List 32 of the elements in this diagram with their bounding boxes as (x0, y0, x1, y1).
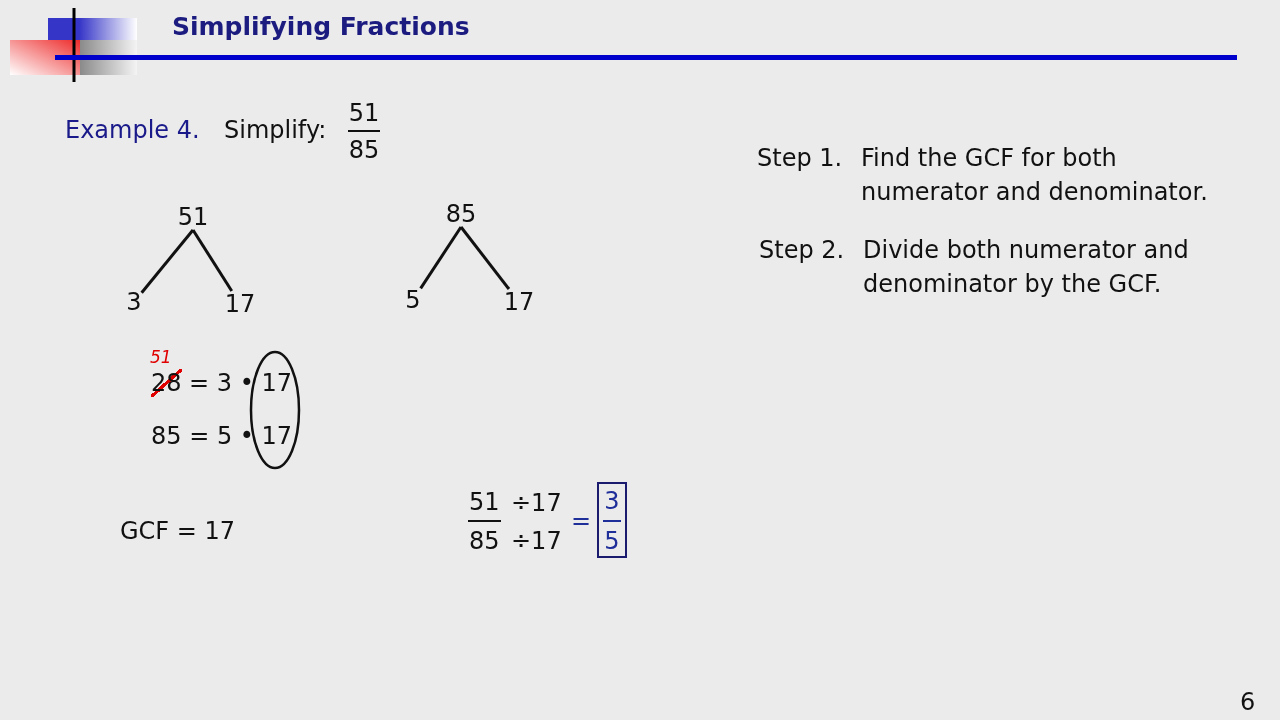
step-text: Divide both numerator and denominator by the GCF. (863, 235, 1190, 300)
factor-number: 3 (126, 289, 142, 315)
branch-line (140, 229, 195, 294)
factor-number: 85 (445, 201, 477, 227)
factor-number: 5 (405, 287, 421, 313)
equation: = 3 • 17 (189, 369, 292, 397)
step-label: Step 1. (757, 144, 843, 172)
equation: 85 = 5 • 17 (151, 422, 293, 450)
division-term: ÷17 (511, 489, 562, 517)
equals-sign: = (571, 507, 592, 535)
instruction-text: Simplify: (224, 116, 327, 144)
handwritten-correction: 51 (150, 347, 172, 367)
factor-number: 51 (177, 204, 209, 230)
factor-number: 17 (503, 289, 535, 315)
step-label: Step 2. (759, 236, 845, 264)
fraction-denominator: 85 (469, 527, 500, 555)
branch-line (191, 229, 233, 292)
slide-title: Simplifying Fractions (172, 12, 470, 42)
division-term: ÷17 (511, 527, 562, 555)
equation: GCF = 17 (120, 517, 236, 545)
branch-line (419, 226, 463, 290)
branch-line (459, 226, 511, 290)
page-number: 6 (1240, 688, 1256, 716)
step-text: Find the GCF for both numerator and denominator. (861, 143, 1209, 208)
fraction-denominator: 5 (603, 527, 621, 555)
answer-box (597, 482, 627, 558)
example-label: Example 4. (65, 116, 200, 144)
fraction-denominator: 85 (348, 136, 380, 164)
factor-number: 17 (224, 291, 256, 317)
fraction-numerator: 51 (469, 488, 500, 516)
fraction-numerator: 3 (603, 487, 621, 515)
fraction-numerator: 51 (348, 99, 380, 127)
